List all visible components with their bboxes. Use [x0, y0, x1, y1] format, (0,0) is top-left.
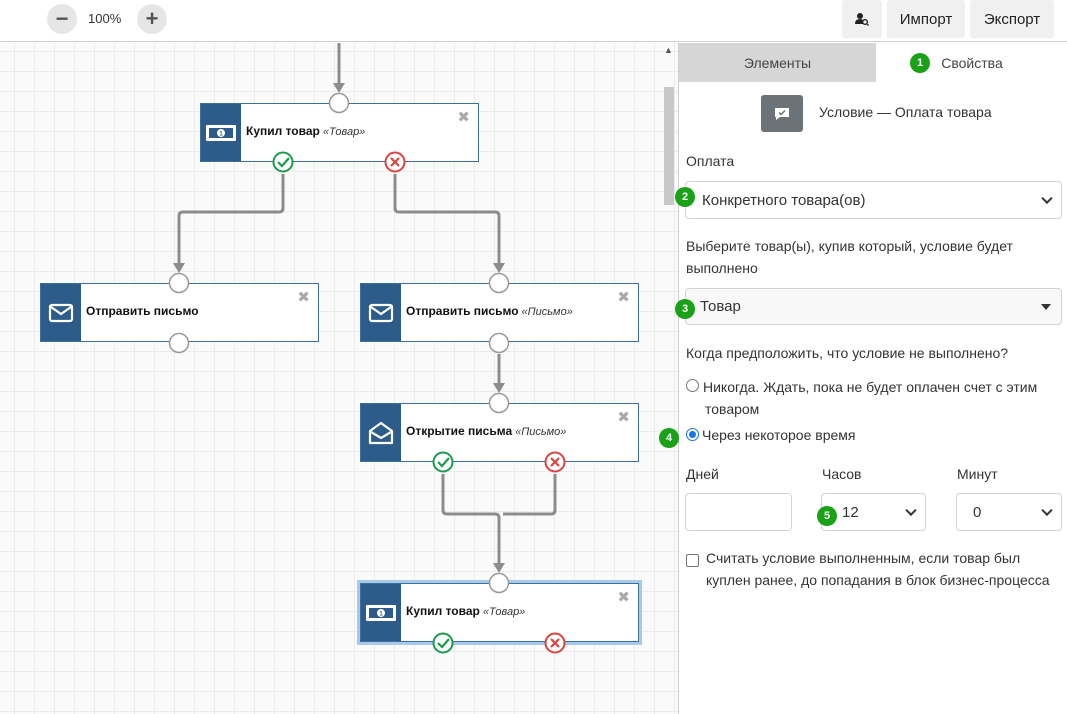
days-label: Дней	[686, 466, 719, 482]
panel-title: Условие — Оплата товара	[819, 104, 992, 120]
product-select-value: Товар	[700, 298, 741, 315]
flow-canvas[interactable]: 1 Купил товар«Товар» ✖ Отправить письмо …	[0, 43, 678, 714]
node-label: Отправить письмо«Письмо»	[406, 304, 573, 318]
export-button[interactable]: Экспорт	[970, 0, 1054, 38]
step-badge: 2	[675, 187, 695, 207]
step-badge: 3	[675, 299, 695, 319]
flow-node-send-email-letter[interactable]: Отправить письмо«Письмо» ✖	[360, 283, 639, 342]
zoom-out-button[interactable]: −	[47, 4, 77, 34]
caret-down-icon	[1041, 303, 1051, 310]
hours-select-value: 12	[842, 503, 859, 521]
step-badge: 1	[910, 53, 930, 73]
scroll-up-arrow-icon[interactable]: ▲	[664, 45, 673, 55]
user-search-button[interactable]	[842, 0, 882, 38]
radio-after-time[interactable]	[686, 428, 699, 441]
node-label: Отправить письмо	[86, 304, 199, 318]
close-icon[interactable]: ✖	[297, 289, 310, 306]
days-input[interactable]	[685, 493, 792, 531]
radio-never-label: Никогда. Ждать, пока не будет оплачен сч…	[703, 379, 1038, 417]
minutes-select-value: 0	[973, 503, 982, 521]
condition-chat-icon	[775, 107, 789, 120]
payment-label: Оплата	[686, 153, 735, 169]
condition-icon-block	[761, 95, 803, 132]
close-icon[interactable]: ✖	[617, 589, 630, 606]
node-label: Открытие письма«Письмо»	[406, 424, 567, 438]
zoom-level: 100%	[88, 11, 122, 26]
payment-select-value: Конкретного товара(ов)	[702, 191, 866, 209]
when-label: Когда предположить, что условие не выпол…	[686, 345, 1009, 361]
flow-node-purchase-selected[interactable]: 1 Купил товар«Товар» ✖	[360, 583, 639, 642]
node-icon-block	[361, 404, 401, 461]
envelope-icon	[48, 303, 74, 322]
flow-node-send-email[interactable]: Отправить письмо ✖	[40, 283, 319, 342]
node-label: Купил товар«Товар»	[246, 124, 366, 138]
bought-earlier-checkbox[interactable]	[686, 554, 699, 567]
step-badge: 5	[817, 506, 837, 526]
envelope-open-icon	[368, 421, 394, 444]
node-label: Купил товар«Товар»	[406, 604, 526, 618]
flow-connectors	[173, 43, 557, 573]
node-icon-block	[361, 284, 401, 341]
flow-node-purchase[interactable]: 1 Купил товар«Товар» ✖	[200, 103, 479, 162]
step-badge: 4	[659, 428, 679, 448]
money-icon: 1	[366, 604, 396, 621]
tab-properties[interactable]: 1 Свойства	[876, 43, 1067, 82]
panel-tabs: Элементы 1 Свойства	[679, 43, 1067, 82]
close-icon[interactable]: ✖	[617, 409, 630, 426]
tab-elements[interactable]: Элементы	[679, 43, 876, 82]
node-icon-block: 1	[201, 104, 241, 161]
plus-icon: +	[145, 6, 159, 31]
user-search-icon	[855, 13, 869, 26]
scrollbar-thumb[interactable]	[664, 87, 674, 205]
payment-select[interactable]: Конкретного товара(ов)	[685, 181, 1062, 219]
close-icon[interactable]: ✖	[617, 289, 630, 306]
radio-never[interactable]	[686, 379, 699, 392]
toolbar: − 100% + Импорт Экспорт	[0, 0, 1067, 42]
product-prompt: Выберите товар(ы), купив который, услови…	[686, 238, 1013, 276]
import-button[interactable]: Импорт	[887, 0, 965, 38]
zoom-in-button[interactable]: +	[137, 4, 167, 34]
product-select[interactable]: Товар	[685, 288, 1062, 325]
chevron-down-icon	[1041, 504, 1053, 517]
close-icon[interactable]: ✖	[457, 109, 470, 126]
node-icon-block	[41, 284, 81, 341]
svg-text:1: 1	[219, 131, 223, 137]
tab-properties-label: Свойства	[941, 54, 1003, 71]
money-icon: 1	[206, 124, 236, 141]
minutes-label: Минут	[957, 466, 998, 482]
minus-icon: −	[55, 6, 69, 31]
chevron-down-icon	[905, 504, 917, 517]
chevron-down-icon	[1041, 192, 1053, 205]
minutes-select[interactable]: 0	[956, 493, 1062, 531]
hours-label: Часов	[822, 466, 862, 482]
radio-after-label: Через некоторое время	[702, 427, 856, 443]
flow-node-email-opened[interactable]: Открытие письма«Письмо» ✖	[360, 403, 639, 462]
properties-panel: Элементы 1 Свойства Условие — Оплата тов…	[659, 43, 1067, 714]
hours-select[interactable]: 12	[821, 493, 926, 531]
svg-text:1: 1	[379, 611, 383, 617]
envelope-icon	[368, 303, 394, 322]
node-icon-block: 1	[361, 584, 401, 641]
bought-earlier-label: Считать условие выполненным, если товар …	[706, 550, 1050, 588]
